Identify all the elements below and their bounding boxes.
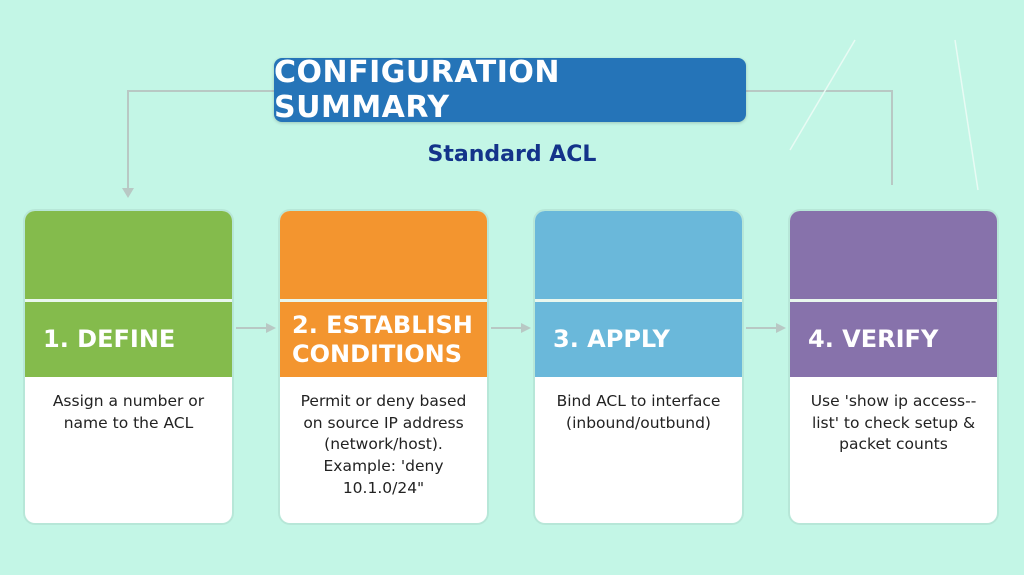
- step-card-apply: 3. APPLY Bind ACL to interface (inbound/…: [535, 211, 742, 523]
- step-description: Use 'show ip access--list' to check setu…: [810, 392, 977, 454]
- step-description: Assign a number or name to the ACL: [52, 392, 205, 432]
- arrow-right-icon: [776, 323, 786, 333]
- title-banner: CONFIGURATION SUMMARY: [274, 55, 746, 125]
- arrow-down-icon: [122, 188, 134, 198]
- step-heading: 2. ESTABLISH CONDITIONS: [280, 302, 487, 377]
- step-description: Permit or deny based on source IP addres…: [300, 392, 467, 497]
- step-card-establish-conditions: 2. ESTABLISH CONDITIONS Permit or deny b…: [280, 211, 487, 523]
- step-heading: 4. VERIFY: [790, 302, 997, 377]
- step-description: Bind ACL to interface (inbound/outbund): [556, 392, 721, 432]
- step-card-define: 1. DEFINE Assign a number or name to the…: [25, 211, 232, 523]
- subtitle: Standard ACL: [427, 142, 597, 167]
- arrow-right-icon: [521, 323, 531, 333]
- step-heading: 1. DEFINE: [25, 302, 232, 377]
- step-heading: 3. APPLY: [535, 302, 742, 377]
- step-card-verify: 4. VERIFY Use 'show ip access--list' to …: [790, 211, 997, 523]
- arrow-right-icon: [266, 323, 276, 333]
